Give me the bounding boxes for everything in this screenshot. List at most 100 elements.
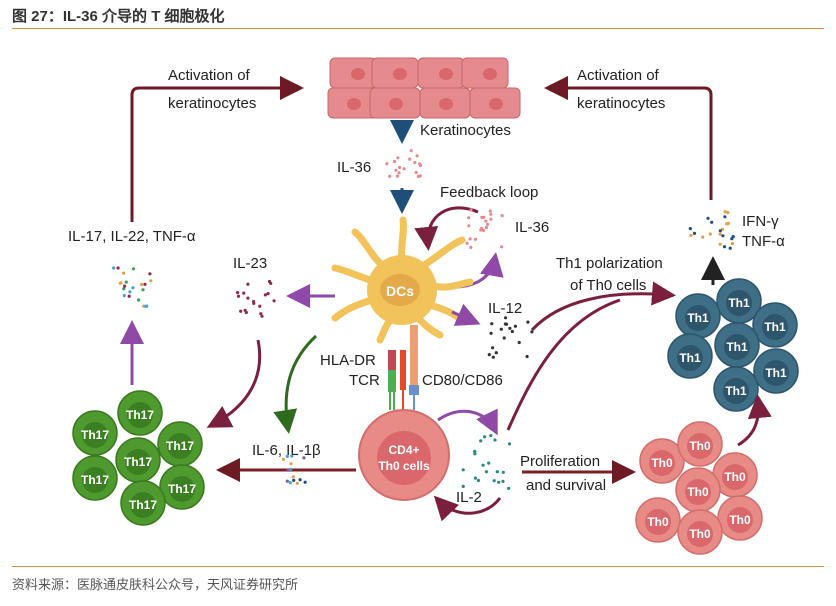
cell-label: Th1 [725,384,747,398]
cytokine-dot [122,271,126,275]
cytokine-dot [476,478,480,483]
cytokine-dot [116,266,120,270]
cytokine-dot [402,167,406,171]
cytokine-dot [246,296,250,300]
cell-label: Th17 [166,439,194,453]
feedback-il36-dots [465,208,504,249]
th0-to-th1-arrow [737,394,772,447]
cytokine-dot [530,330,534,334]
cytokine-dot [141,288,145,292]
cytokine-dot [708,232,712,236]
cell-label: Th17 [124,455,152,469]
right-activation-label-2: keratinocytes [577,95,665,112]
keratinocytes-label: Keratinocytes [420,122,511,139]
cytokine-dot [718,229,722,233]
cytokine-dot [507,486,511,490]
cytokine-dot [718,232,722,236]
cytokine-dot [481,463,485,467]
cytokine-dot [398,165,402,169]
cell: Th1 [752,302,798,348]
cell: Th0 [677,509,723,555]
il23-to-th17-arrow [206,339,262,428]
cytokine-dot [246,282,250,286]
cytokine-dot [486,222,490,226]
hla-dr-label: HLA-DR [320,352,376,369]
cytokine-dot [489,212,493,216]
cell: Th17 [157,421,203,467]
keratinocyte-cell [419,87,471,119]
cell: Th1 [716,278,762,324]
cytokine-dot [131,286,135,290]
cytokine-dot [394,168,398,172]
cytokine-dot [718,242,722,246]
left-activation-label-2: keratinocytes [168,95,256,112]
cell-label: Th0 [687,485,709,499]
cell-label: Th17 [126,408,154,422]
keratinocyte-cell [461,57,509,89]
cytokine-dot [726,211,730,215]
cytokine-dot [467,216,471,220]
il12-to-th1-arrow [530,281,676,332]
cd4-th0-cell: CD4+ Th0 cells [358,409,450,501]
footer-divider [12,566,824,567]
cell: Th17 [115,437,161,483]
cytokine-dot [728,246,732,250]
cell-label: Th1 [764,320,786,334]
feedback-loop-label: Feedback loop [440,184,538,201]
cytokine-dot [140,282,144,287]
cell-label: Th1 [728,296,750,310]
th1-cytokine-dots [688,210,735,250]
cytokine-dot [244,310,248,315]
cell: Th1 [675,293,721,339]
cytokine-dot [239,309,243,313]
cytokine-dot [513,324,518,328]
cytokine-dot [127,294,131,298]
th0-cells-label: Th0 cells [378,459,430,473]
right-activation-label-1: Activation of [577,67,660,84]
cell: Th17 [72,455,118,501]
ifn-gamma-label: IFN-γ [742,213,779,230]
cytokine-dot [266,292,270,296]
cytokine-dot [272,299,276,303]
cytokine-dot [493,438,497,442]
cytokine-dot [723,215,727,219]
cytokine-dot [302,456,306,460]
cytokine-dot [149,279,153,283]
cytokine-dot [285,479,289,483]
th1-polarization-label-1: Th1 polarization [556,255,663,272]
cytokine-dot [281,457,286,461]
cytokine-dot [419,163,423,168]
il2-label: IL-2 [456,489,482,506]
cell: Th0 [675,467,721,513]
survival-label: and survival [526,477,606,494]
dc-to-il12-arrow [451,303,481,326]
cytokine-dot [122,293,126,298]
cytokine-dot [482,228,486,232]
cytokine-dot [473,449,477,453]
cytokine-dot [473,452,477,456]
cytokine-dot [479,228,483,232]
cytokine-dot [469,245,473,249]
keratinocyte-cell [417,57,465,89]
cytokine-dot [484,219,488,223]
cytokine-dot [706,216,710,220]
cell: Th0 [717,495,763,541]
cell-label: Th17 [81,473,109,487]
keratinocyte-layer [327,57,521,119]
cytokine-dot [688,227,692,231]
cell-label: Th0 [647,515,669,529]
cytokine-dot [258,304,262,308]
cytokine-dot [143,282,147,286]
cytokine-dot [492,479,496,483]
keratinocyte-cell [329,57,377,89]
cytokine-dot [489,217,493,221]
cell: Th1 [753,348,799,394]
cytokine-dot [473,476,477,480]
cytokine-dot [494,351,498,355]
cell-label: Th1 [687,311,709,325]
cytokine-dot [461,468,465,472]
cell-label: Th0 [689,439,711,453]
cytokine-dot [396,156,400,160]
cell: Th17 [120,480,166,526]
cytokine-dot [502,336,506,340]
